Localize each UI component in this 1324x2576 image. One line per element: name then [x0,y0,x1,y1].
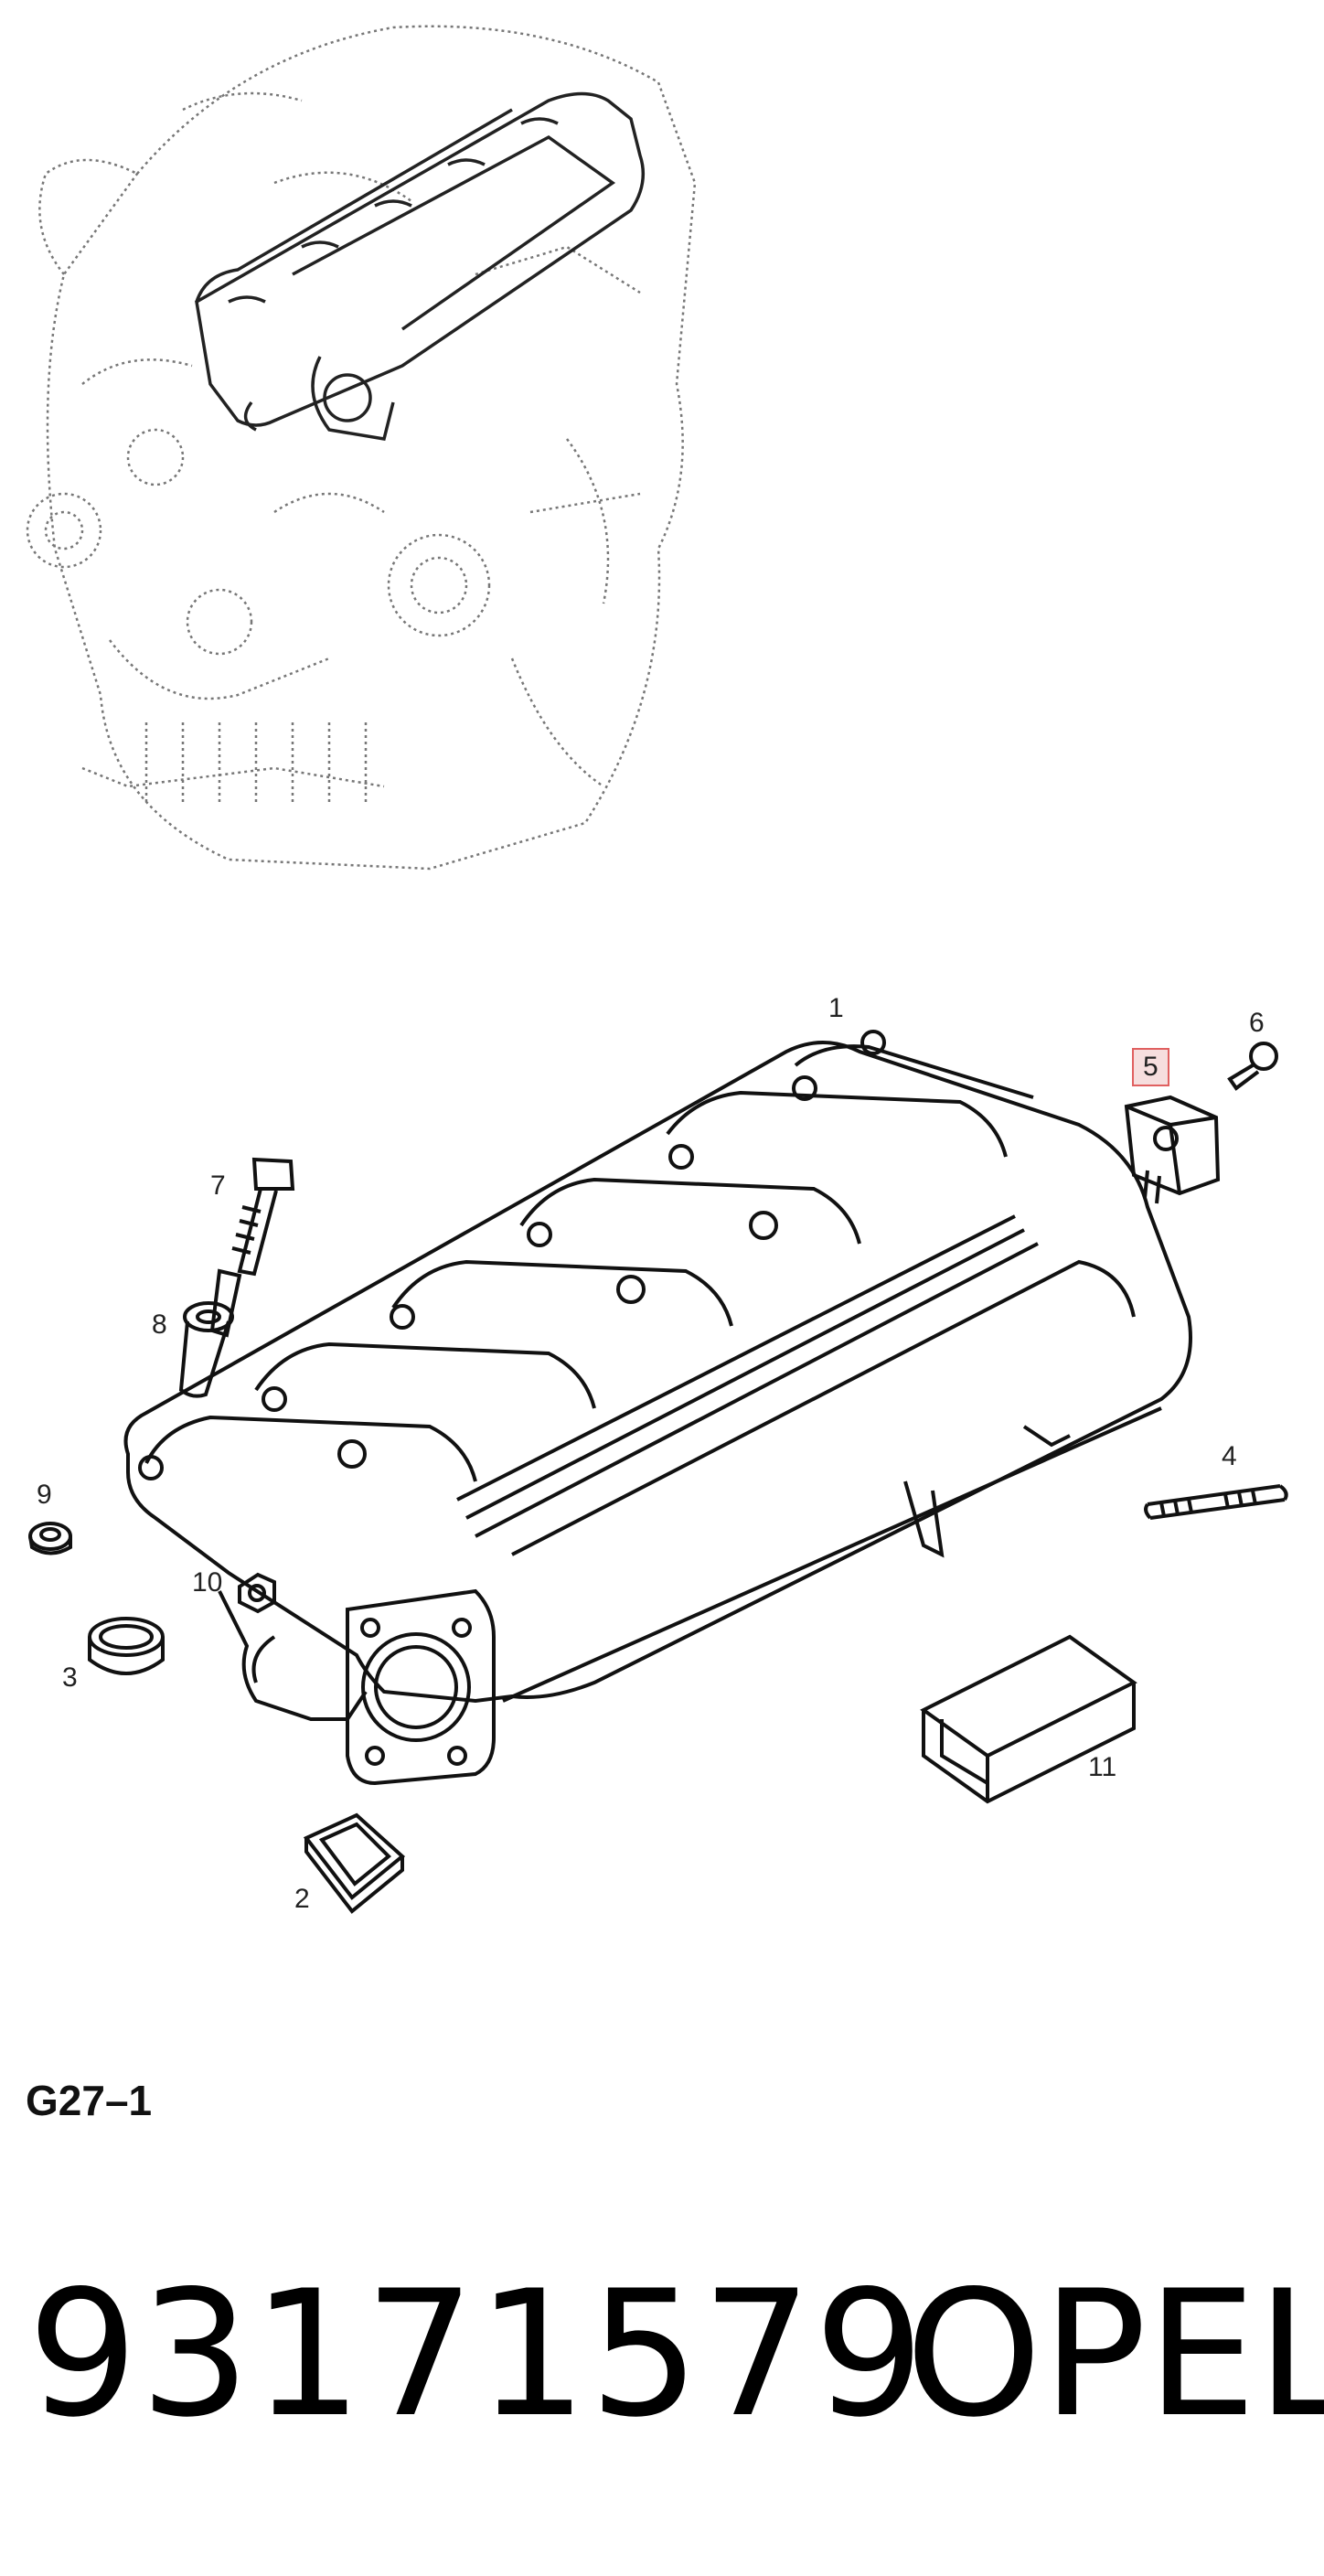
part-number: 93171579 [27,2253,927,2455]
callout-10: 10 [192,1567,223,1598]
callout-9: 9 [37,1480,52,1510]
callout-3: 3 [62,1662,78,1693]
hex-nut-10-illustration [238,1572,276,1614]
kit-11-illustration [920,1634,1137,1804]
gasket-2-illustration [303,1812,406,1914]
callout-8: 8 [152,1309,167,1340]
engine-overview-illustration [26,25,697,871]
callout-4: 4 [1222,1441,1237,1471]
intake-manifold-illustration [123,1030,1192,1786]
bolt-7-illustration [209,1157,295,1338]
callout-6: 6 [1249,1008,1265,1038]
nut-9-illustration [28,1522,72,1555]
sensor-5-illustration [1124,1095,1221,1204]
sleeve-8-illustration [178,1301,234,1398]
screw-6-illustration [1227,1042,1278,1091]
callout-7: 7 [210,1170,226,1201]
stud-4-illustration [1144,1484,1288,1520]
callout-5: 5 [1132,1048,1169,1086]
engine-manifold-outline [195,91,646,441]
seal-ring-3-illustration [88,1617,165,1675]
callout-11: 11 [1088,1752,1117,1782]
diagram-code: G27–1 [26,2077,153,2124]
callout-2: 2 [294,1884,310,1914]
brand-name: OPEL [905,2253,1324,2455]
callout-1: 1 [828,993,844,1023]
